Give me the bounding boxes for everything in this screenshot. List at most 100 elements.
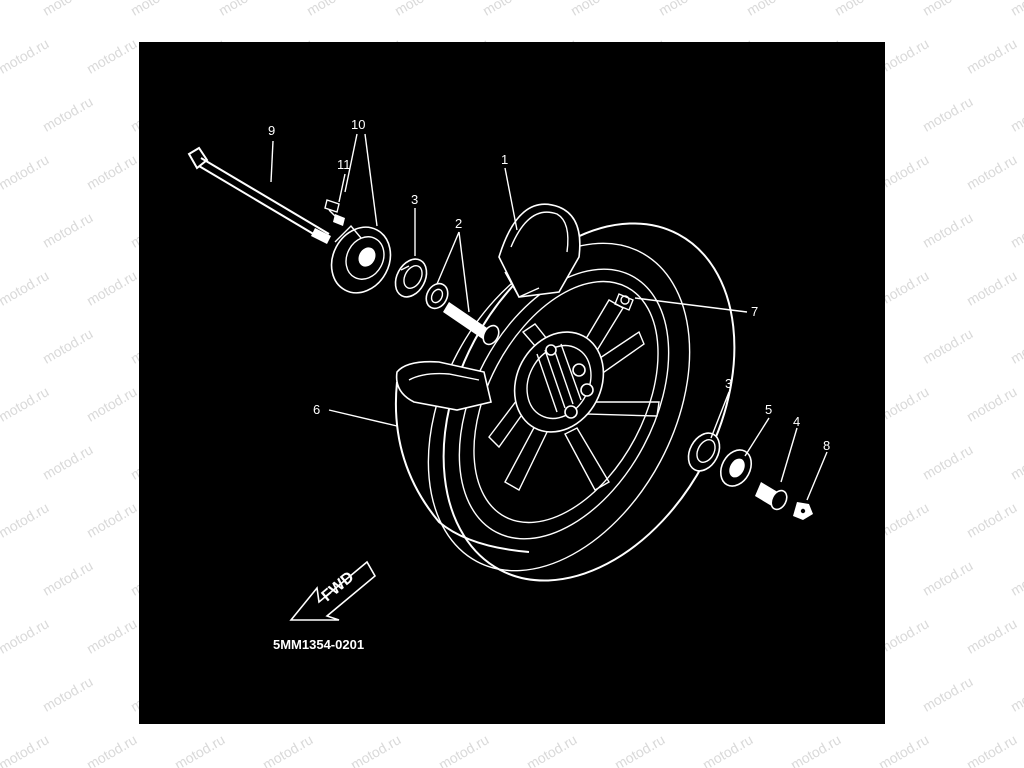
- bolt-11: [324, 199, 345, 226]
- watermark-text: motod.ru: [920, 93, 976, 135]
- tire-cutaway-top: [498, 203, 581, 298]
- spacer-2: [443, 302, 500, 346]
- hub-bolt: [572, 363, 586, 377]
- watermark-text: motod.ru: [964, 35, 1020, 77]
- watermark-text: motod.ru: [40, 209, 96, 251]
- watermark-text: motod.ru: [920, 209, 976, 251]
- seal-5: [719, 449, 753, 487]
- watermark-text: motod.ru: [0, 35, 52, 77]
- watermark-text: motod.ru: [0, 0, 8, 19]
- watermark-text: motod.ru: [964, 267, 1020, 309]
- watermark-text: motod.ru: [0, 615, 52, 657]
- watermark-text: motod.ru: [920, 557, 976, 599]
- callout-7: 7: [751, 304, 758, 319]
- parts-diagram-panel: 9 10 11 3 2 1 7 6 3 5 4 8 FWD 5MM1354-02…: [139, 42, 885, 724]
- hub-ribs: [536, 343, 582, 413]
- watermark-text: motod.ru: [964, 615, 1020, 657]
- watermark-text: motod.ru: [304, 0, 360, 19]
- watermark-text: motod.ru: [40, 673, 96, 715]
- watermark-text: motod.ru: [84, 267, 140, 309]
- watermark-text: motod.ru: [832, 0, 888, 19]
- callout-6: 6: [313, 402, 320, 417]
- callout-5: 5: [765, 402, 772, 417]
- watermark-text: motod.ru: [84, 151, 140, 193]
- watermark-text: motod.ru: [1008, 209, 1024, 251]
- watermark-text: motod.ru: [0, 151, 52, 193]
- watermark-text: motod.ru: [1008, 441, 1024, 483]
- watermark-text: motod.ru: [920, 441, 976, 483]
- hub-bolt: [580, 383, 594, 397]
- watermark-text: motod.ru: [1008, 93, 1024, 135]
- watermark-text: motod.ru: [920, 0, 976, 19]
- callout-10: 10: [351, 117, 365, 132]
- watermark-text: motod.ru: [1008, 0, 1024, 19]
- watermark-text: motod.ru: [436, 731, 492, 768]
- collar-4: [755, 482, 788, 511]
- gear-unit-10: [330, 224, 392, 294]
- watermark-text: motod.ru: [788, 731, 844, 768]
- tire-side-profile: [394, 381, 530, 553]
- wheel-hub: [513, 331, 605, 433]
- bearing-left: [394, 258, 428, 298]
- watermark-text: motod.ru: [700, 731, 756, 768]
- watermark-text: motod.ru: [1008, 325, 1024, 367]
- leader-lines: [270, 133, 828, 501]
- watermark-text: motod.ru: [920, 325, 976, 367]
- watermark-text: motod.ru: [348, 731, 404, 768]
- callout-2: 2: [455, 216, 462, 231]
- watermark-text: motod.ru: [0, 731, 52, 768]
- watermark-text: motod.ru: [964, 151, 1020, 193]
- watermark-text: motod.ru: [84, 499, 140, 541]
- watermark-text: motod.ru: [920, 673, 976, 715]
- callout-8: 8: [823, 438, 830, 453]
- hub-bolt: [545, 344, 557, 356]
- callout-4: 4: [793, 414, 800, 429]
- watermark-text: motod.ru: [876, 731, 932, 768]
- diagram-part-code: 5MM1354-0201: [273, 637, 364, 652]
- wheel-assembly: [394, 203, 736, 582]
- axle-thread: [311, 228, 331, 244]
- watermark-text: motod.ru: [964, 383, 1020, 425]
- wheel-exploded-diagram: 9 10 11 3 2 1 7 6 3 5 4 8 FWD 5MM1354-02…: [187, 117, 830, 652]
- callout-3-right: 3: [725, 376, 732, 391]
- watermark-text: motod.ru: [1008, 557, 1024, 599]
- watermark-text: motod.ru: [568, 0, 624, 19]
- watermark-text: motod.ru: [84, 731, 140, 768]
- watermark-text: motod.ru: [216, 0, 272, 19]
- forward-direction-arrow: FWD: [289, 560, 377, 621]
- callout-labels: 9 10 11 3 2 1 7 6 3 5 4 8: [268, 117, 830, 453]
- watermark-text: motod.ru: [0, 499, 52, 541]
- watermark-text: motod.ru: [84, 615, 140, 657]
- watermark-text: motod.ru: [40, 557, 96, 599]
- tire-outer-front: [427, 242, 691, 572]
- bearing-right: [687, 432, 721, 472]
- watermark-text: motod.ru: [40, 441, 96, 483]
- axle-head: [187, 146, 209, 170]
- watermark-text: motod.ru: [0, 267, 52, 309]
- callout-1: 1: [501, 152, 508, 167]
- callout-11: 11: [337, 157, 351, 172]
- watermark-text: motod.ru: [744, 0, 800, 19]
- tire-cutaway-left: [395, 360, 492, 411]
- watermark-text: motod.ru: [656, 0, 712, 19]
- watermark-text: motod.ru: [260, 731, 316, 768]
- watermark-text: motod.ru: [480, 0, 536, 19]
- watermark-text: motod.ru: [128, 0, 184, 19]
- watermark-text: motod.ru: [524, 731, 580, 768]
- watermark-text: motod.ru: [964, 499, 1020, 541]
- watermark-text: motod.ru: [612, 731, 668, 768]
- watermark-text: motod.ru: [84, 35, 140, 77]
- watermark-text: motod.ru: [84, 383, 140, 425]
- hub-bolt: [564, 405, 578, 419]
- watermark-text: motod.ru: [40, 0, 96, 19]
- callout-3-left: 3: [411, 192, 418, 207]
- rim-inner: [473, 280, 659, 524]
- front-axle: [187, 146, 331, 244]
- seal-2: [425, 282, 449, 310]
- callout-9: 9: [268, 123, 275, 138]
- watermark-text: motod.ru: [964, 731, 1020, 768]
- rim-outer: [458, 268, 670, 540]
- watermark-text: motod.ru: [40, 325, 96, 367]
- watermark-text: motod.ru: [392, 0, 448, 19]
